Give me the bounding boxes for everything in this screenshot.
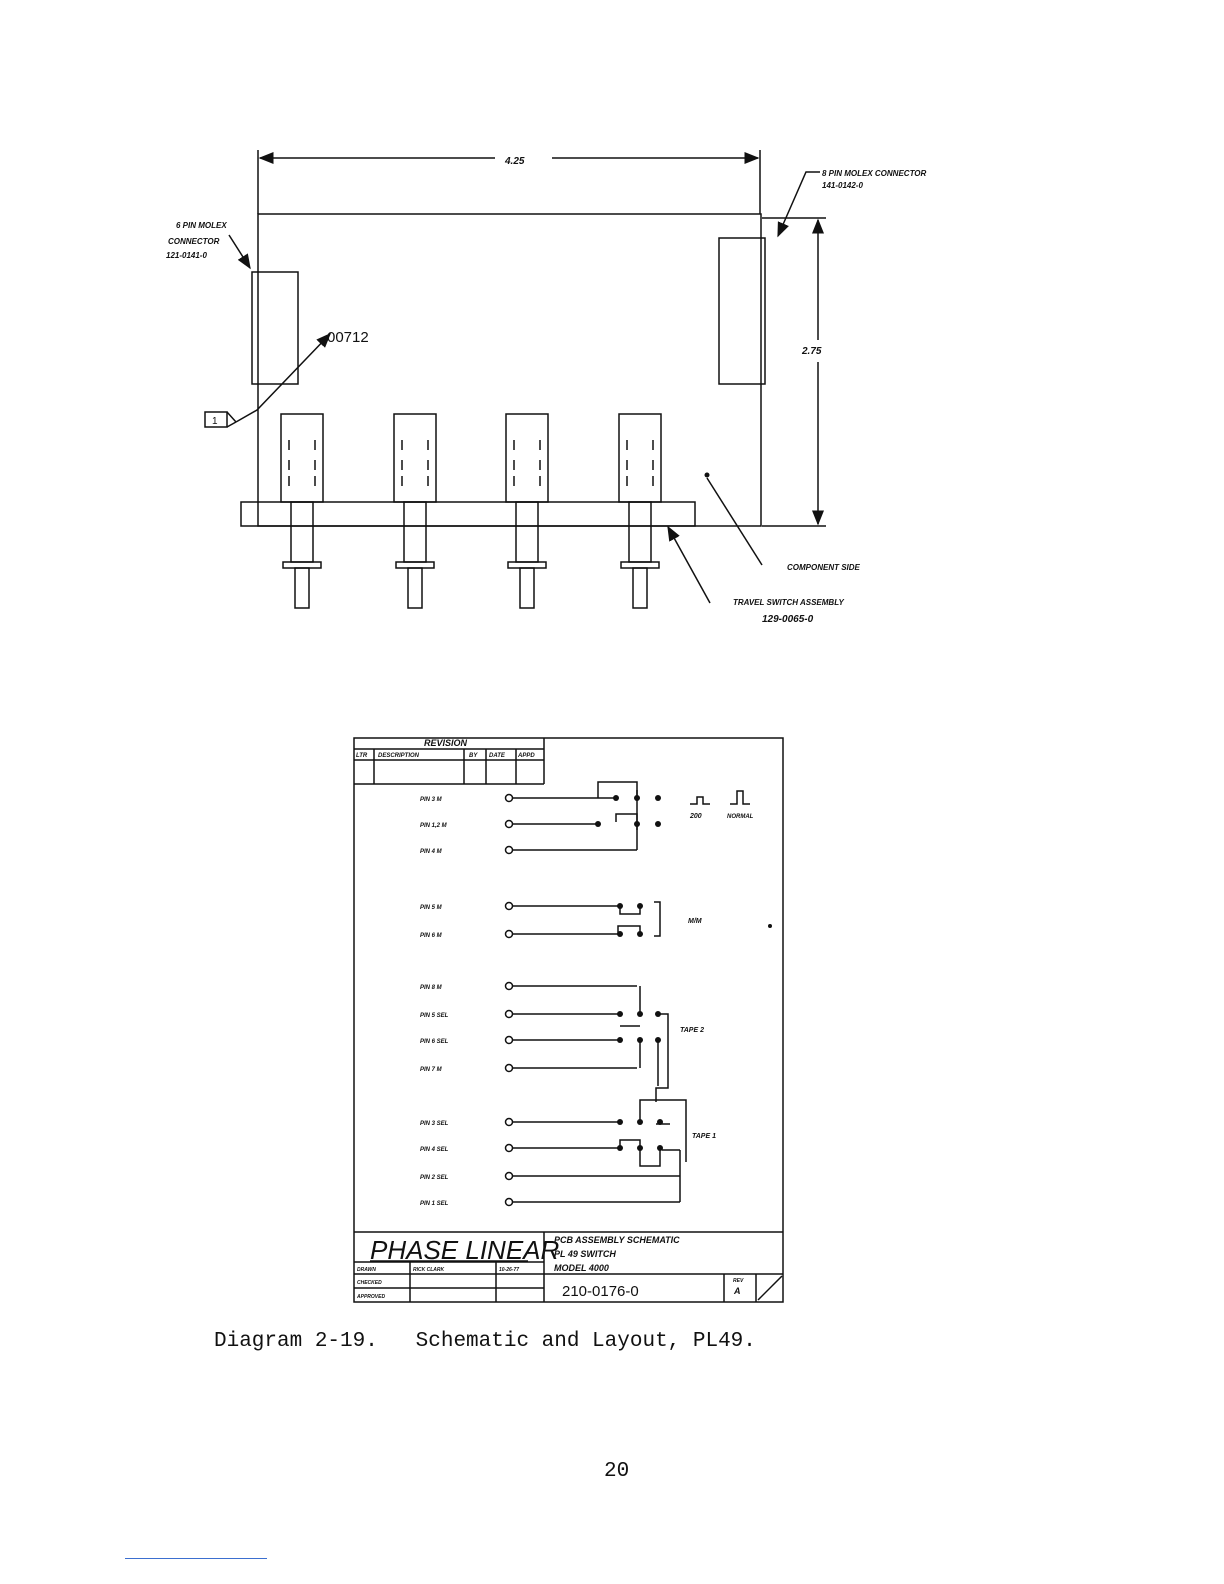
switch-row (240, 413, 696, 609)
pin-label: PIN 2 SEL (420, 1175, 449, 1181)
drawing-canvas: 4.25 2.75 6 PIN MOLEX CONNECTOR 121-0141… (166, 150, 927, 1303)
travel-switch-part: 129-0065-0 (762, 614, 814, 625)
pin-terminal (504, 1117, 514, 1127)
pin-terminal (504, 1197, 514, 1207)
component-side-dot (704, 472, 710, 478)
rev-col-date: DATE (489, 753, 506, 759)
checked-label: CHECKED (357, 1280, 382, 1286)
pcb-outline (257, 213, 762, 527)
schematic-border (353, 737, 784, 1303)
switch-module (618, 413, 662, 609)
pin-label: PIN 6 M (420, 933, 443, 939)
drawn-date: 10-26-77 (499, 1267, 519, 1273)
pin-terminal (504, 1009, 514, 1019)
pin-label: PIN 1,2 M (420, 823, 448, 829)
leader-board-id (235, 332, 332, 423)
molex-8-pin-connector (718, 237, 766, 385)
rev-label: REV (733, 1278, 744, 1284)
pin-terminal (504, 793, 514, 803)
drawn-by: RICK CLARK (413, 1267, 444, 1273)
pin-terminal (504, 1063, 514, 1073)
pulse-normal-icon (730, 790, 750, 805)
pin-label: PIN 3 SEL (420, 1121, 449, 1127)
label-200: 200 (689, 813, 702, 820)
pin-terminal (504, 929, 514, 939)
switch-wiring (597, 781, 687, 1202)
title-line-1: PCB ASSEMBLY SCHEMATIC (554, 1235, 680, 1245)
molex6-label-2: CONNECTOR (168, 237, 220, 246)
pin-label: PIN 1 SEL (420, 1201, 449, 1207)
pin-label: PIN 5 M (420, 905, 443, 911)
rev-col-appd: APPD (517, 753, 535, 759)
callout-box (204, 411, 228, 428)
rev-col-ltr: LTR (356, 753, 368, 759)
molex8-label: 8 PIN MOLEX CONNECTOR (822, 169, 927, 178)
rev-col-description: DESCRIPTION (378, 753, 420, 759)
pin-terminal (504, 1035, 514, 1045)
label-normal: NORMAL (727, 814, 754, 820)
label-tape2: TAPE 2 (680, 1027, 704, 1034)
molex6-part: 121-0141-0 (166, 251, 207, 260)
switch-module (280, 413, 324, 609)
pin-label: PIN 4 M (420, 849, 443, 855)
leader-component-side (706, 477, 763, 566)
pin-label: PIN 4 SEL (420, 1147, 449, 1153)
page-number: 20 (604, 1460, 630, 1483)
leader-molex-8 (777, 171, 820, 238)
switch-module (393, 413, 437, 609)
pin-terminal (504, 845, 514, 855)
pulse-200-icon (690, 796, 710, 805)
leader-molex-6 (228, 234, 251, 270)
leader-travel-switch (667, 525, 711, 604)
pin-label: PIN 6 SEL (420, 1039, 449, 1045)
schematic-frame (353, 737, 784, 1303)
drawing-number: 210-0176-0 (562, 1283, 639, 1300)
pin-terminal (504, 1143, 514, 1153)
pin-list: PIN 3 M PIN 1,2 M PIN 4 M PIN 5 M PIN 6 M PIN… (420, 793, 680, 1207)
molex-6-pin-connector (251, 271, 299, 385)
pin-label: PIN 7 M (420, 1067, 443, 1073)
molex8-part: 141-0142-0 (822, 181, 863, 190)
travel-switch-label: TRAVEL SWITCH ASSEMBLY (733, 598, 844, 607)
pin-label: PIN 3 M (420, 797, 443, 803)
title-line-2: PL 49 SWITCH (554, 1249, 616, 1259)
rev-col-by: BY (469, 753, 478, 759)
height-label: 2.75 (801, 346, 822, 357)
pin-terminal (504, 819, 514, 829)
component-side-label: COMPONENT SIDE (787, 563, 861, 572)
pin-terminal (504, 901, 514, 911)
rev-value: A (733, 1286, 741, 1296)
pin-terminal (504, 1171, 514, 1181)
pin-label: PIN 5 SEL (420, 1013, 449, 1019)
revision-title: REVISION (424, 738, 468, 748)
board-id: 00712 (327, 329, 369, 346)
contact-dots (595, 795, 772, 1151)
switch-rail (240, 501, 696, 527)
title-line-3: MODEL 4000 (554, 1263, 609, 1273)
width-label: 4.25 (504, 156, 525, 167)
pin-terminal (504, 981, 514, 991)
approved-label: APPROVED (356, 1294, 385, 1300)
callout-number: 1 (212, 416, 218, 427)
footnote-rule (125, 1558, 267, 1559)
switch-module (505, 413, 549, 609)
label-mid: M/M (688, 918, 702, 925)
figure-caption: Diagram 2-19. Schematic and Layout, PL49… (214, 1330, 756, 1353)
drawn-label: DRAWN (357, 1267, 376, 1273)
company-name: PHASE LINEAR (370, 1235, 559, 1265)
label-tape1: TAPE 1 (692, 1133, 716, 1140)
pin-label: PIN 8 M (420, 985, 443, 991)
molex6-label-1: 6 PIN MOLEX (176, 221, 227, 230)
